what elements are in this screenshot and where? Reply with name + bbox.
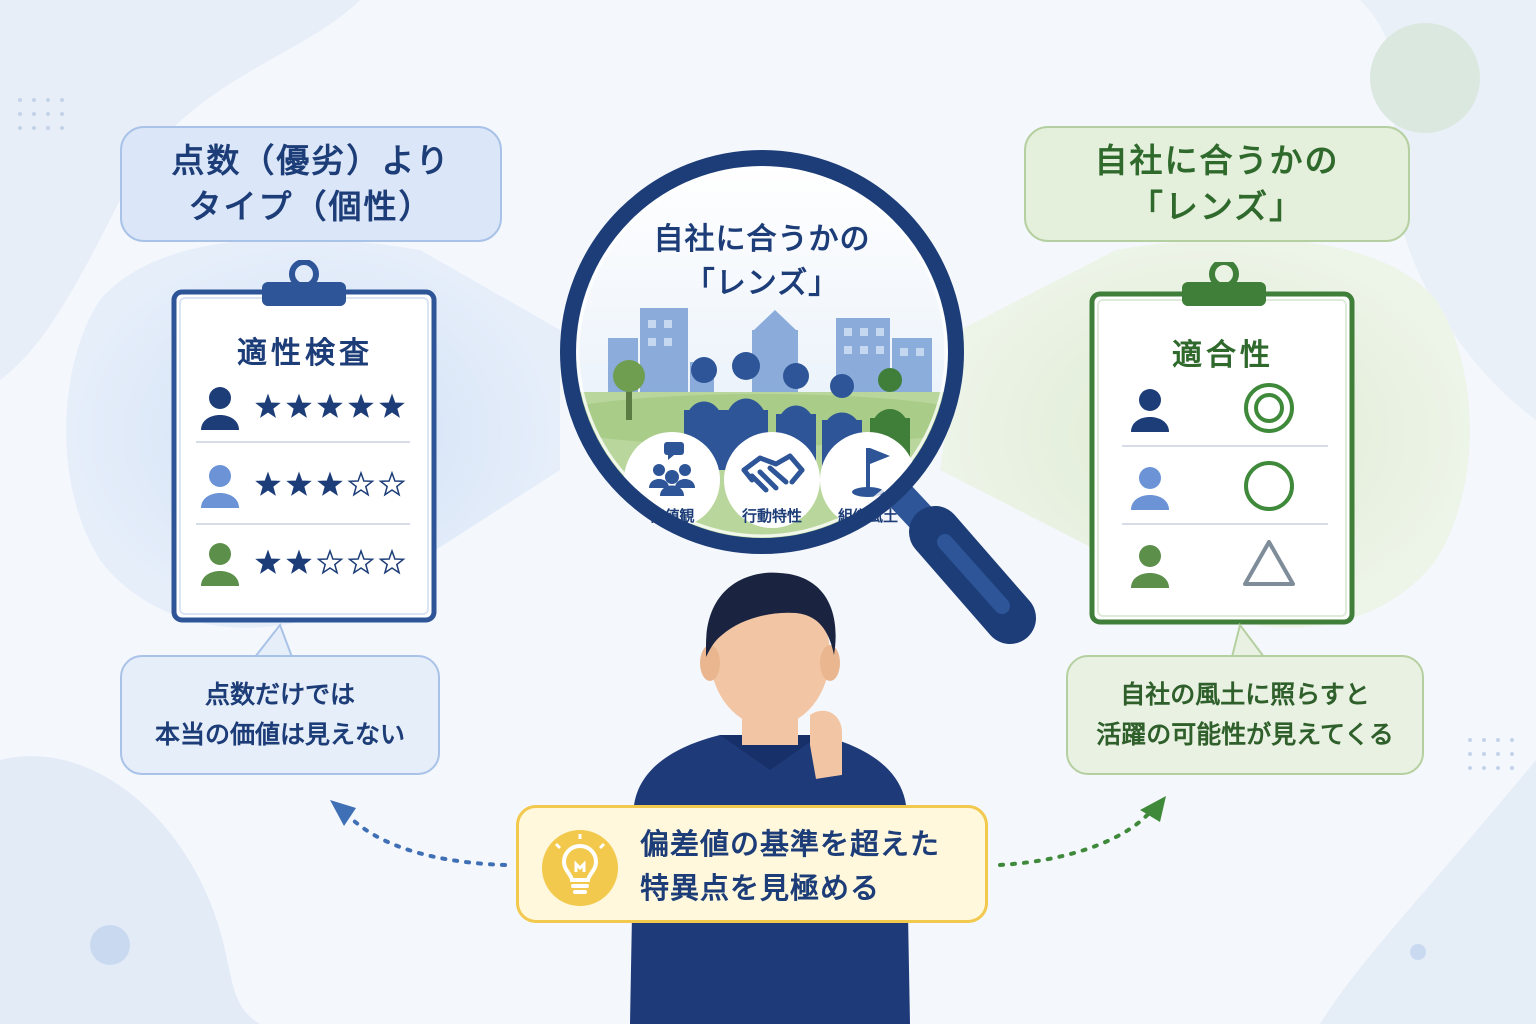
left-note-line1: 点数だけでは xyxy=(204,680,355,709)
double-circle-mark xyxy=(1244,383,1294,433)
aptitude-test-title: 適性検査 xyxy=(237,336,373,371)
star-empty-icon xyxy=(316,548,344,575)
left-title-line2: タイプ（個性） xyxy=(188,187,434,226)
star-filled-icon xyxy=(317,471,343,496)
right-note-line2: 活躍の可能性が見えてくる xyxy=(1096,720,1394,749)
star-filled-icon xyxy=(286,549,312,574)
lens-heading-line2: 「レンズ」 xyxy=(684,266,840,301)
lens-heading: 自社に合うかの 「レンズ」 xyxy=(602,218,922,306)
left-note-line2: 本当の価値は見えない xyxy=(154,720,405,749)
star-empty-icon xyxy=(347,548,375,575)
double-circle-inner xyxy=(1254,393,1284,423)
star-filled-icon xyxy=(379,393,405,418)
star-empty-icon xyxy=(378,548,406,575)
person-icon xyxy=(201,387,239,430)
insight-line2: 特異点を見極める xyxy=(640,871,881,905)
person-icon xyxy=(1131,545,1169,588)
compatibility-clipboard xyxy=(1089,262,1355,625)
handshake-icon xyxy=(741,453,805,493)
magnifying-glass-icon xyxy=(560,150,1036,644)
star-empty-icon xyxy=(378,470,406,497)
right-title-line1: 自社に合うかの xyxy=(1094,141,1340,180)
lens-heading-line1: 自社に合うかの xyxy=(653,222,871,257)
star-filled-icon xyxy=(255,393,281,418)
star-empty-icon xyxy=(347,470,375,497)
icon-label-culture: 組織風土 xyxy=(837,507,898,525)
insight-text: 偏差値の基準を超えた 特異点を見極める xyxy=(640,822,980,910)
star-filled-icon xyxy=(255,471,281,496)
insight-line1: 偏差値の基準を超えた xyxy=(640,827,941,861)
clipboard-clip-icon xyxy=(1182,262,1266,306)
arrow-head-right-icon xyxy=(1140,796,1166,822)
arrow-head-left-icon xyxy=(330,800,356,826)
circle-mark xyxy=(1244,461,1294,511)
left-note-bubble: 点数だけでは 本当の価値は見えない xyxy=(120,655,440,775)
lightbulb-icon xyxy=(542,830,618,906)
clipboard-clip-icon xyxy=(262,260,346,306)
left-title-line1: 点数（優劣）より xyxy=(171,141,451,180)
person-icon xyxy=(201,543,239,586)
left-title-box: 点数（優劣）より タイプ（個性） xyxy=(120,126,502,242)
star-filled-icon xyxy=(286,471,312,496)
icon-label-values: 価値観 xyxy=(649,507,695,525)
triangle-mark xyxy=(1243,540,1295,586)
compatibility-title: 適合性 xyxy=(1172,338,1274,373)
person-icon xyxy=(1131,389,1169,432)
right-title-box: 自社に合うかの 「レンズ」 xyxy=(1024,126,1410,242)
aptitude-test-clipboard xyxy=(171,260,437,623)
person-icon xyxy=(201,465,239,508)
right-title-line2: 「レンズ」 xyxy=(1129,187,1305,226)
star-filled-icon xyxy=(317,393,343,418)
star-filled-icon xyxy=(255,549,281,574)
icon-label-behavior: 行動特性 xyxy=(741,507,802,525)
star-filled-icon xyxy=(348,393,374,418)
right-note-bubble: 自社の風土に照らすと 活躍の可能性が見えてくる xyxy=(1066,655,1424,775)
people-chat-icon xyxy=(649,442,695,496)
flag-icon xyxy=(852,448,890,497)
right-note-line1: 自社の風土に照らすと xyxy=(1120,680,1370,709)
star-filled-icon xyxy=(286,393,312,418)
person-icon xyxy=(1131,467,1169,510)
